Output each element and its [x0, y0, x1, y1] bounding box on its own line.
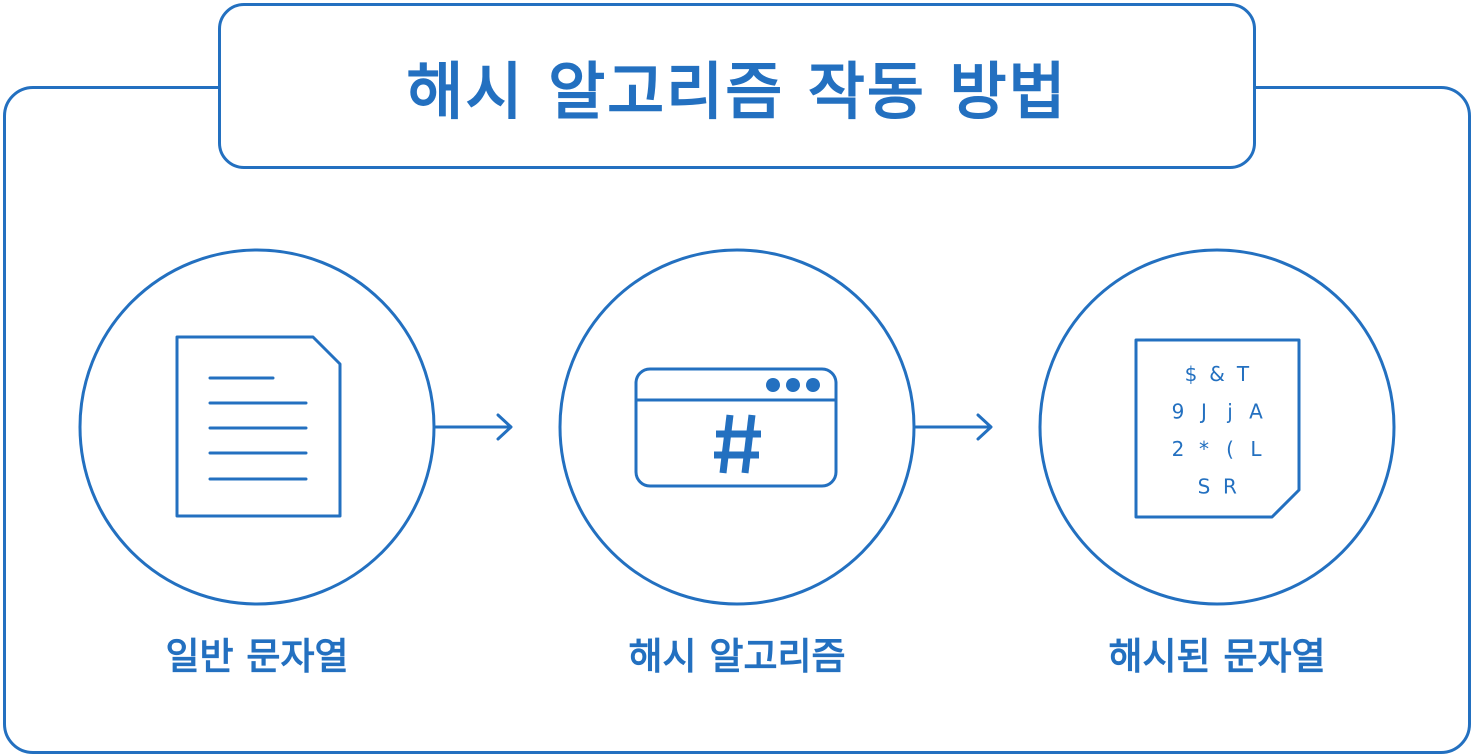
- title-box: 해시 알고리즘 작동 방법: [218, 3, 1256, 169]
- window-dot-icon: [786, 378, 800, 392]
- window-dot-icon: [806, 378, 820, 392]
- diagram-title: 해시 알고리즘 작동 방법: [406, 55, 1068, 128]
- hashed-character: R: [1223, 475, 1237, 499]
- document-icon: [175, 335, 342, 518]
- step-3-circle: [1038, 248, 1396, 606]
- step-label-plain-string: 일반 문자열: [165, 635, 349, 678]
- hashed-character: (: [1226, 437, 1234, 461]
- arrow-right-icon: [914, 413, 993, 441]
- hashed-character: j: [1226, 400, 1233, 424]
- hash-window-icon: [634, 367, 838, 488]
- hashed-character: J: [1199, 400, 1207, 424]
- hashed-character: T: [1236, 362, 1250, 386]
- hashed-character: L: [1250, 437, 1262, 461]
- hashed-character: 2: [1172, 437, 1185, 461]
- hashed-character: &: [1209, 362, 1225, 386]
- window-dot-icon: [766, 378, 780, 392]
- step-label-hash-algorithm: 해시 알고리즘: [628, 635, 846, 678]
- hashed-character: *: [1199, 437, 1209, 461]
- hashed-character: 9: [1172, 400, 1185, 424]
- hash-symbol-icon: [714, 414, 761, 474]
- hashed-character: A: [1249, 400, 1263, 424]
- hashed-character: $: [1185, 362, 1198, 386]
- step-1-circle: [78, 248, 436, 606]
- arrow-right-icon: [434, 413, 513, 441]
- step-label-hashed-string: 해시된 문자열: [1108, 635, 1326, 678]
- step-2-circle: [558, 248, 916, 606]
- hashed-character: S: [1198, 475, 1211, 499]
- diagram-frame: [3, 86, 1471, 754]
